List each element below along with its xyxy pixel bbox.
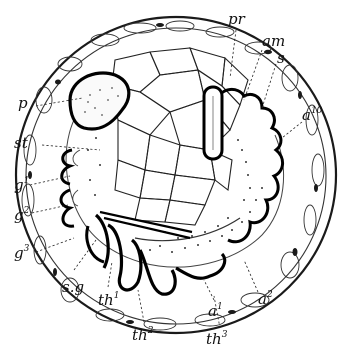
label-s: s bbox=[277, 49, 285, 67]
proctodaeum bbox=[204, 87, 222, 159]
label-th3: th3 bbox=[206, 330, 228, 348]
label-pr: pr bbox=[228, 10, 246, 28]
label-g3: g3 bbox=[14, 244, 30, 262]
label-th2: th2 bbox=[132, 326, 154, 344]
label-st: st bbox=[14, 134, 29, 152]
label-p: p bbox=[18, 94, 28, 112]
label-a2: a2 bbox=[258, 290, 273, 308]
label-am: am bbox=[262, 32, 285, 50]
label-sg: s.g bbox=[62, 278, 84, 296]
